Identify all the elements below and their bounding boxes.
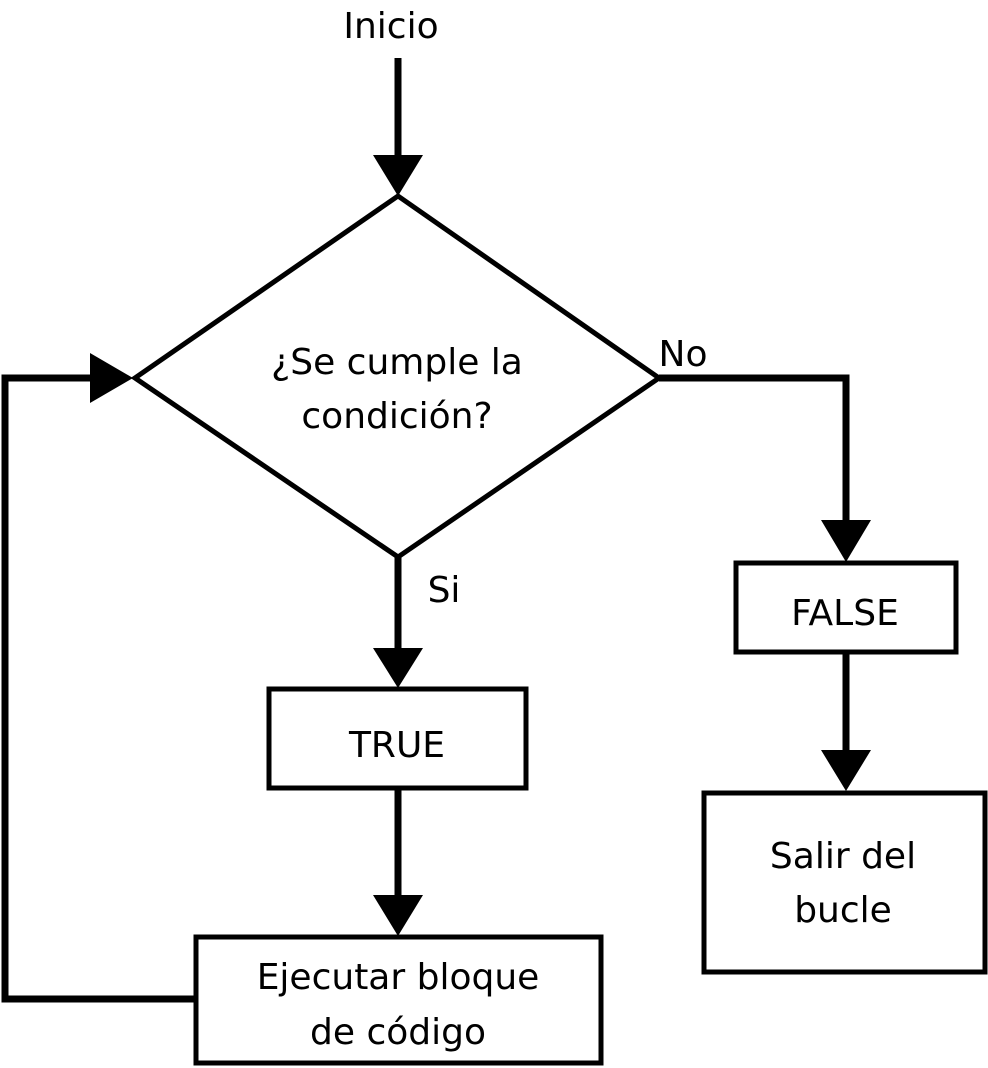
decision-text-line1: ¿Se cumple la (271, 342, 523, 383)
execute-box-line2: de código (310, 1012, 486, 1053)
false-box-label: FALSE (791, 593, 899, 634)
connector-decision-to-false (659, 374, 850, 525)
connector-loop-back (1, 374, 196, 1003)
arrowhead-false-to-exit (821, 750, 871, 791)
execute-box-line1: Ejecutar bloque (257, 957, 540, 998)
false-box (733, 560, 959, 655)
exit-loop-box (701, 790, 988, 975)
no-label: No (659, 334, 708, 375)
start-label: Inicio (343, 6, 438, 47)
true-box-label: TRUE (348, 725, 445, 766)
true-box (266, 686, 529, 791)
execute-code-box (193, 934, 604, 1066)
arrowhead-decision-to-false (821, 520, 871, 562)
yes-label: Si (428, 570, 461, 611)
arrowhead-decision-to-true (373, 648, 423, 688)
exit-box-line1: Salir del (770, 836, 916, 877)
arrowhead-true-to-execute (373, 895, 423, 936)
decision-text-line2: condición? (301, 396, 492, 437)
decision-diamond (130, 192, 664, 561)
arrowhead-start-to-decision (373, 155, 423, 196)
exit-box-line2: bucle (794, 890, 892, 931)
arrowhead-loop-back (90, 353, 133, 403)
